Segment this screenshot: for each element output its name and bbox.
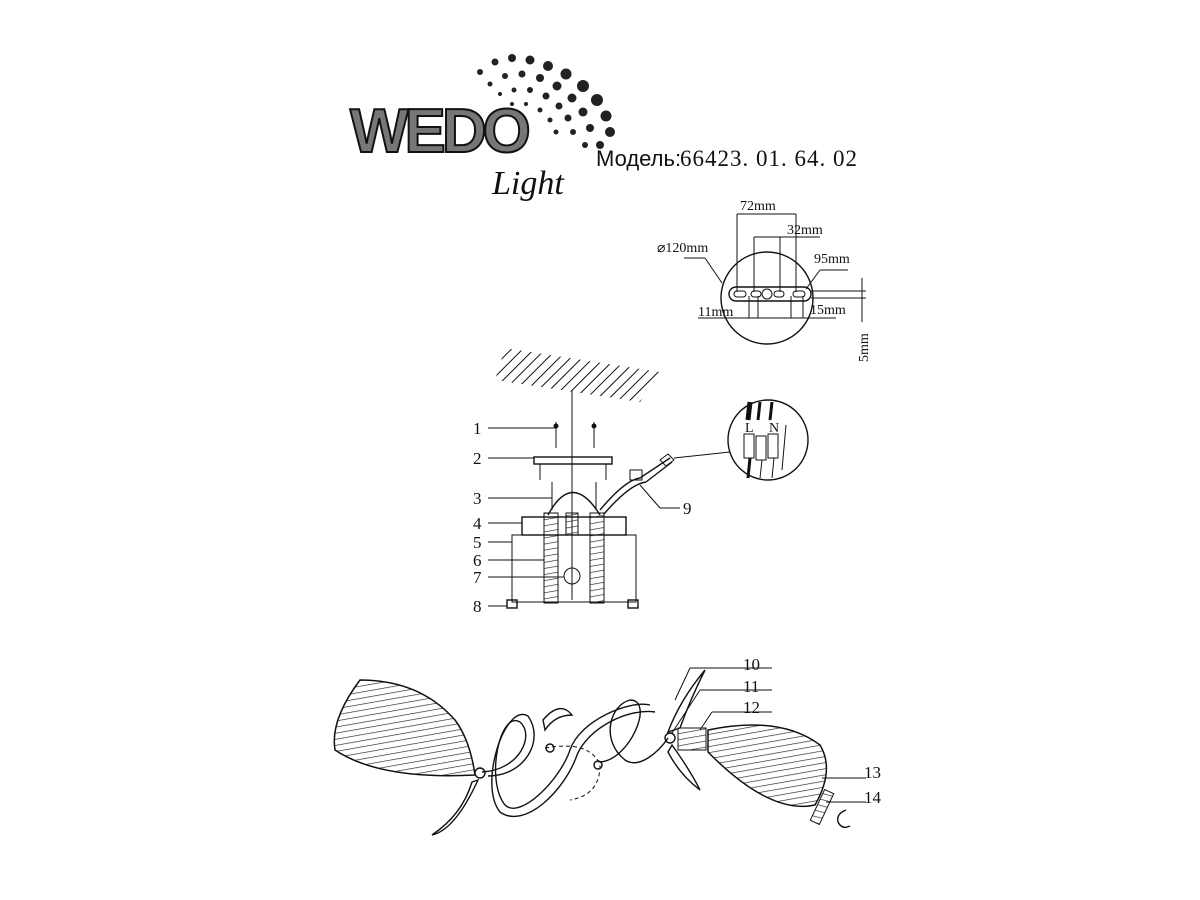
part-number-12: 12 xyxy=(743,698,760,717)
dim-5mm: 5mm xyxy=(857,333,872,362)
dim-11mm: 11mm xyxy=(698,305,733,320)
part-number-13: 13 xyxy=(864,763,881,782)
part-number-6: 6 xyxy=(473,551,482,570)
screw-hook-icon xyxy=(836,809,851,829)
part-number-11: 11 xyxy=(743,677,759,696)
left-shade xyxy=(333,679,476,777)
part-number-1: 1 xyxy=(473,419,482,438)
lamp-body-drawing xyxy=(333,667,866,836)
dim-32mm: 32mm xyxy=(787,223,823,238)
dim-15mm: 15mm xyxy=(810,303,846,318)
brand-logo: WEDO Light xyxy=(349,54,615,202)
part-number-14: 14 xyxy=(864,788,882,807)
part-number-10: 10 xyxy=(743,655,760,674)
ceiling-mount-assembly: L N xyxy=(488,348,809,609)
part-number-9: 9 xyxy=(683,499,692,518)
logo-wordmark: WEDO xyxy=(350,97,529,166)
dim-diameter-120mm: ⌀120mm xyxy=(657,241,708,256)
part-number-2: 2 xyxy=(473,449,482,468)
ceiling-hatch xyxy=(495,348,660,402)
part-number-5: 5 xyxy=(473,533,482,552)
part-number-4: 4 xyxy=(473,514,482,533)
model-label: Модель: xyxy=(596,146,681,171)
part-number-7: 7 xyxy=(473,568,482,587)
model-number: 66423. 01. 64. 02 xyxy=(680,146,858,171)
logo-dots-swirl xyxy=(477,54,615,149)
part-number-8: 8 xyxy=(473,597,482,616)
wire-neutral-label: N xyxy=(769,421,779,436)
right-shade xyxy=(707,724,828,808)
wire-live-label: L xyxy=(745,421,754,436)
mounting-plate-drawing: 72mm 32mm ⌀120mm 95mm 11mm 15mm 5mm xyxy=(657,199,872,362)
part-number-3: 3 xyxy=(473,489,482,508)
dim-72mm: 72mm xyxy=(740,199,776,214)
dim-95mm: 95mm xyxy=(814,252,850,267)
logo-script: Light xyxy=(491,165,565,202)
